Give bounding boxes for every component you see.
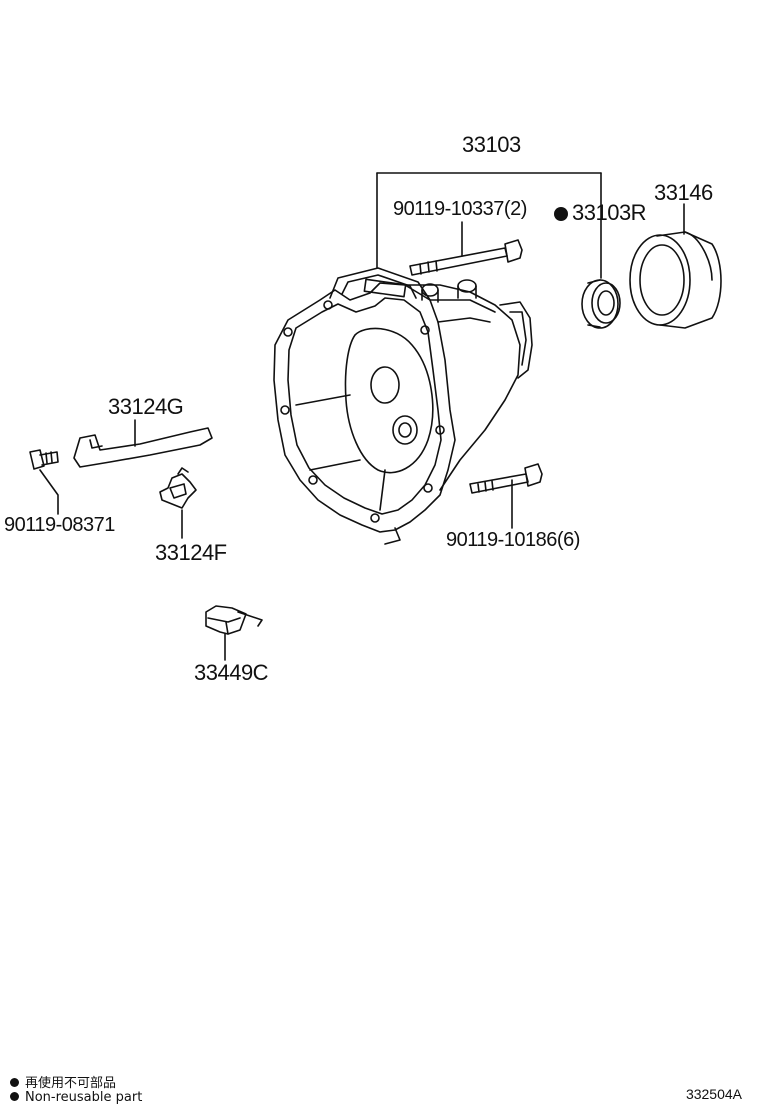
clamp-drawing	[160, 468, 196, 538]
label-cover: 33146	[654, 180, 713, 205]
label-bolt-lower: 90119-10186(6)	[446, 529, 580, 551]
label-clamp: 33124F	[155, 540, 227, 565]
legend-jp-text: 再使用不可部品	[25, 1076, 117, 1091]
transmission-case-drawing	[274, 268, 532, 544]
bracket-drawing	[74, 420, 212, 467]
figure-code: 332504A	[685, 1086, 742, 1102]
upper-bolt-drawing	[410, 222, 522, 275]
bullet-icon	[10, 1092, 19, 1101]
label-case-assembly: 33103	[462, 132, 521, 157]
label-bracket: 33124G	[108, 394, 184, 419]
legend-en-text: Non-reusable part	[25, 1090, 143, 1105]
non-reusable-marker-icon	[554, 207, 568, 221]
legend-jp: 再使用不可部品	[10, 1072, 116, 1091]
clip-drawing	[206, 606, 262, 660]
label-clip: 33449C	[194, 660, 269, 685]
left-bolt-drawing	[30, 450, 58, 514]
label-bolt-upper: 90119-10337(2)	[393, 198, 527, 220]
bullet-icon	[10, 1078, 19, 1087]
label-repair-kit-text: 33103R	[572, 200, 647, 225]
label-bolt-left: 90119-08371	[4, 514, 115, 536]
label-repair-kit: 33103R	[554, 200, 647, 226]
cover-drawing	[630, 204, 721, 328]
oil-seal-drawing	[582, 280, 620, 328]
lower-bolt-drawing	[470, 464, 542, 528]
legend-en: Non-reusable part	[10, 1090, 142, 1105]
assembly-bracket-line	[377, 173, 601, 278]
